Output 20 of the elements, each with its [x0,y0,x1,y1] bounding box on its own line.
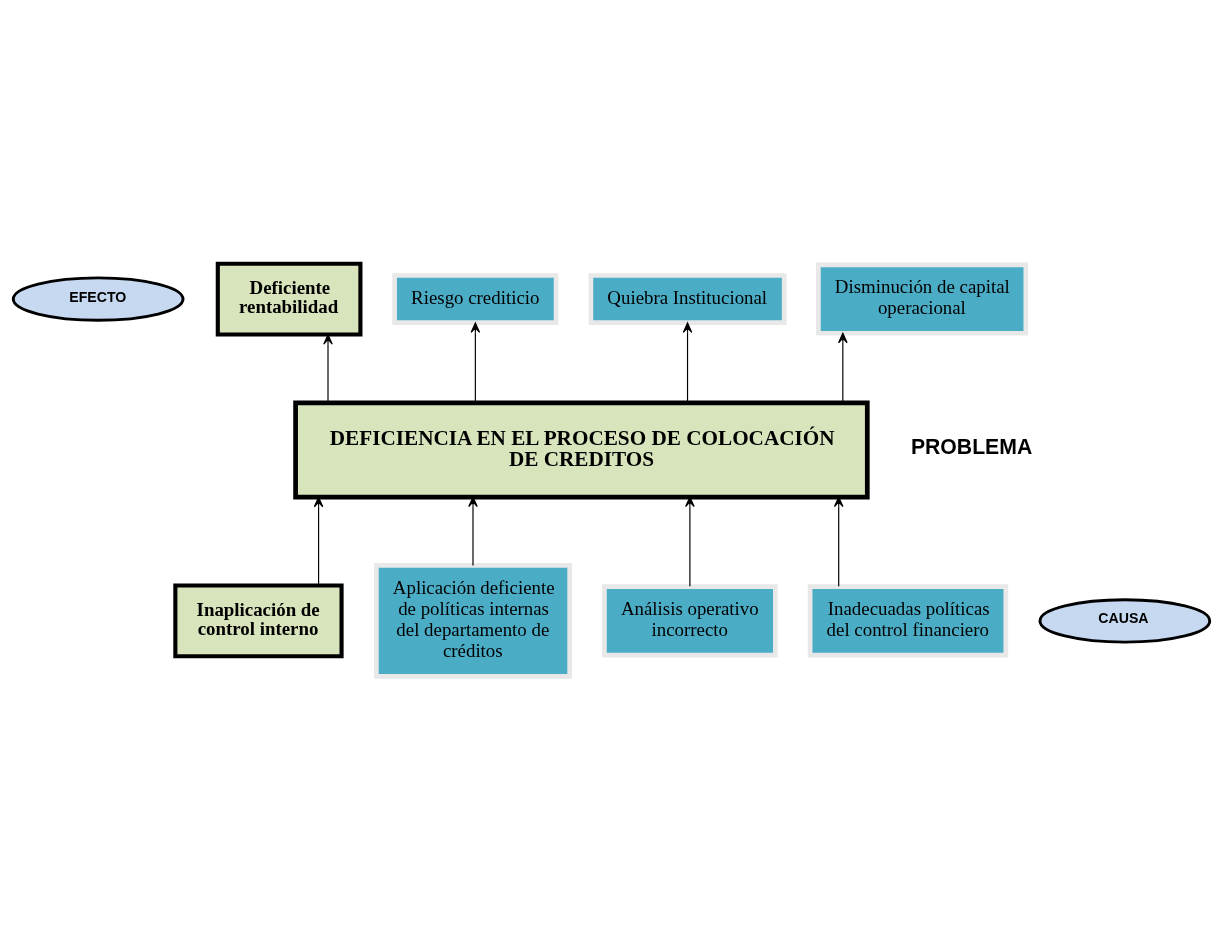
node-box: Inadecuadas políticas del control financiero [807,583,1009,657]
arrow [833,496,844,587]
node-box: Análisis operativo incorrecto [602,583,778,657]
arrow [323,333,333,403]
node-box: Riesgo crediticio [392,272,559,325]
arrow [838,332,848,403]
node-box: Quiebra Institucional [588,272,787,325]
node-box: DEFICIENCIA EN EL PROCESO DE COLOCACIÓN DE CREDITOS [293,399,870,499]
node-box: Aplicación deficiente de políticas internas del departamento de créditos [373,562,572,679]
node-ellipse: CAUSA [1038,597,1212,644]
arrow [685,496,695,587]
arrow [313,496,324,586]
node-box: Disminución de capital operacional [816,262,1029,336]
node-box: Inaplicación de control interno [173,582,344,658]
arrow [470,321,481,403]
label: PROBLEMA [910,434,1033,458]
node-ellipse: EFECTO [11,275,185,322]
arrow [682,321,693,403]
arrow [468,496,478,566]
node-box: Deficiente rentabilidad [215,261,363,336]
